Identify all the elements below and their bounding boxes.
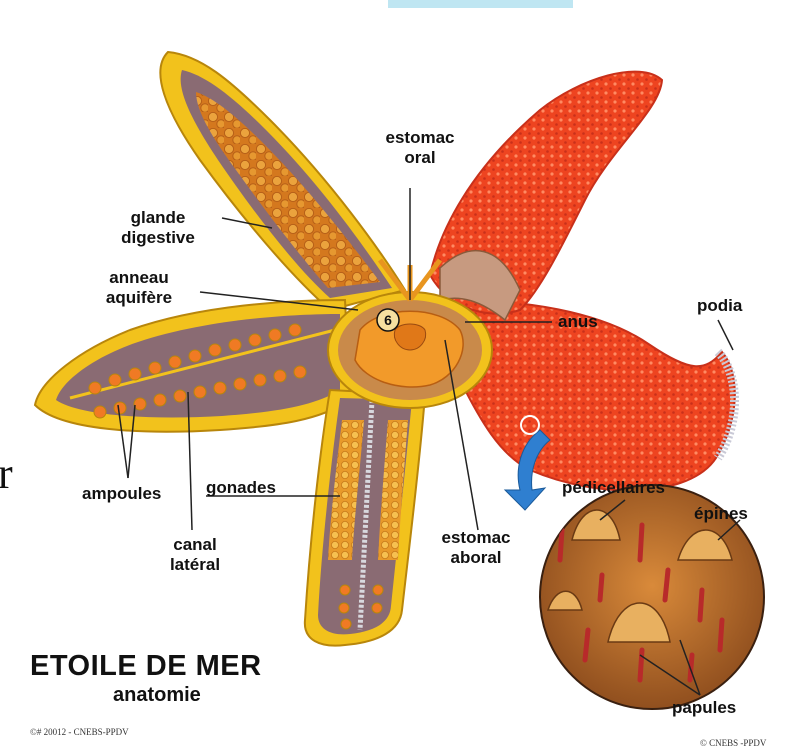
diagram-subtitle: anatomie — [113, 684, 201, 707]
credit-right: © CNEBS -PPDV — [700, 738, 766, 748]
stray-letter: r — [0, 448, 13, 499]
label-podia: podia — [697, 296, 742, 316]
arm-left — [35, 300, 350, 432]
label-pedicellaires: pédicellaires — [562, 478, 665, 498]
svg-text:6: 6 — [384, 312, 392, 328]
label-anneau-aquifere-line2: aquifère — [84, 288, 194, 308]
label-estomac-oral: estomac oral — [375, 128, 465, 168]
label-canal-lateral-line2: latéral — [150, 555, 240, 575]
label-glande-digestive-line1: glande — [108, 208, 208, 228]
label-anneau-aquifere-line1: anneau — [84, 268, 194, 288]
arm-bottom — [305, 390, 425, 646]
diagram-title: ETOILE DE MER — [30, 650, 262, 683]
arm-upper-right-red — [430, 72, 662, 320]
label-canal-lateral: canal latéral — [150, 535, 240, 575]
label-anus: anus — [558, 312, 598, 332]
label-glande-digestive-line2: digestive — [108, 228, 208, 248]
label-estomac-aboral-line2: aboral — [426, 548, 526, 568]
label-estomac-aboral: estomac aboral — [426, 528, 526, 568]
credit-left: ©# 20012 - CNEBS-PPDV — [30, 727, 129, 737]
label-papules: papules — [672, 698, 736, 718]
label-epines: épines — [694, 504, 748, 524]
label-ampoules: ampoules — [82, 484, 161, 504]
arm-upper-left — [160, 52, 405, 310]
marker-6: 6 — [377, 309, 399, 331]
label-anneau-aquifere: anneau aquifère — [84, 268, 194, 308]
label-canal-lateral-line1: canal — [150, 535, 240, 555]
label-gonades: gonades — [206, 478, 276, 498]
label-estomac-oral-line1: estomac — [375, 128, 465, 148]
label-glande-digestive: glande digestive — [108, 208, 208, 248]
label-estomac-aboral-line1: estomac — [426, 528, 526, 548]
label-estomac-oral-line2: oral — [375, 148, 465, 168]
